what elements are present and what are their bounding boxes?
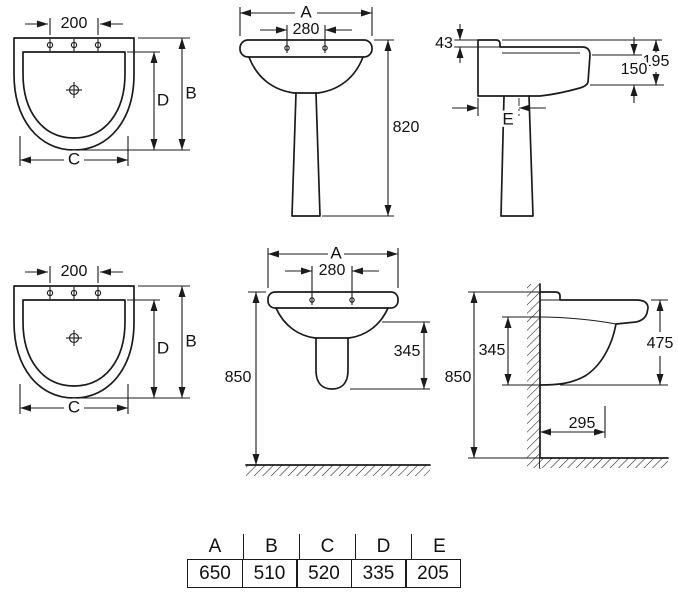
dim-850-label: 850: [445, 369, 472, 386]
dim-295: [540, 406, 606, 438]
table-value-row: 650 510 520 335 205: [187, 559, 467, 588]
dim-C-label: C: [68, 149, 80, 168]
pedestal: [291, 92, 321, 217]
dim-200-label: 200: [61, 263, 88, 280]
dim-150-label: 150: [621, 61, 648, 78]
table-header-D: D: [355, 534, 411, 559]
wallhung-side-view: 345 850 475 295: [442, 283, 676, 469]
pedestal-side-view: 43 195 150 E: [433, 24, 672, 217]
dim-200-label: 200: [61, 15, 88, 32]
dim-195: [502, 39, 662, 85]
dim-280-label: 280: [293, 21, 320, 38]
basin-rim: [239, 39, 373, 58]
dim-D-label: D: [157, 90, 169, 109]
table-value-C: 520: [296, 559, 352, 588]
dim-B-label: B: [185, 331, 196, 350]
dim-850: [468, 291, 540, 459]
dim-B-label: B: [185, 83, 196, 102]
dim-345-label: 345: [479, 342, 506, 359]
basin-side-profile: [477, 39, 591, 97]
table-value-B: 510: [241, 559, 298, 588]
dim-195-label: 195: [643, 53, 670, 70]
dim-43-label: 43: [435, 35, 453, 52]
basin-side-profile: [539, 291, 649, 386]
wallhung-front-view: A 280 850 345: [222, 241, 431, 476]
table-header-B: B: [243, 534, 299, 559]
dim-A-label: A: [330, 243, 342, 262]
table-header-E: E: [411, 534, 467, 559]
basin-rim: [267, 291, 399, 309]
wallhung-plan-view: 200 B D C: [14, 261, 199, 419]
dim-475: [560, 299, 668, 386]
dim-850: [248, 291, 266, 465]
dim-A: [267, 248, 399, 288]
pedestal-plan-view: 200 B D C: [14, 13, 199, 171]
pedestal-front-view: A 280 820: [239, 0, 422, 217]
basin-bowl: [275, 307, 389, 339]
table-value-E: 205: [405, 559, 461, 588]
dim-E: [452, 98, 546, 116]
dim-E-label: E: [502, 109, 513, 128]
dim-A-label: A: [300, 2, 312, 21]
dim-C-label: C: [68, 397, 80, 416]
table-value-A: 650: [187, 559, 243, 588]
dim-280-label: 280: [319, 262, 346, 279]
basin-bowl: [248, 56, 364, 94]
dim-280: [285, 266, 379, 296]
dim-850-label: 850: [225, 369, 252, 386]
pedestal-side: [500, 95, 534, 217]
dim-475-label: 475: [647, 335, 674, 352]
semi-pedestal-shroud: [315, 337, 349, 390]
dimension-table: A B C D E 650 510 520 335 205: [187, 534, 467, 588]
floor-hatching: [246, 465, 430, 476]
dim-D-label: D: [157, 338, 169, 357]
dim-43: [452, 24, 500, 63]
table-header-A: A: [208, 536, 222, 557]
table-header-row: A B C D E: [187, 534, 467, 559]
dim-345: [502, 316, 540, 386]
dim-345: [350, 321, 430, 390]
dim-150: [590, 37, 664, 103]
table-value-D: 335: [350, 559, 407, 588]
table-header-C: C: [299, 534, 355, 559]
wall-hatching: [527, 284, 540, 468]
dim-A: [239, 7, 373, 36]
floor-hatching: [540, 458, 668, 468]
dim-820-label: 820: [393, 119, 420, 136]
dim-295-label: 295: [569, 415, 596, 432]
dim-820: [322, 39, 394, 217]
washbasin-dimension-drawing: 200 B D C A 280 820: [0, 0, 676, 476]
dim-345-label: 345: [394, 343, 421, 360]
dim-280: [260, 25, 352, 44]
